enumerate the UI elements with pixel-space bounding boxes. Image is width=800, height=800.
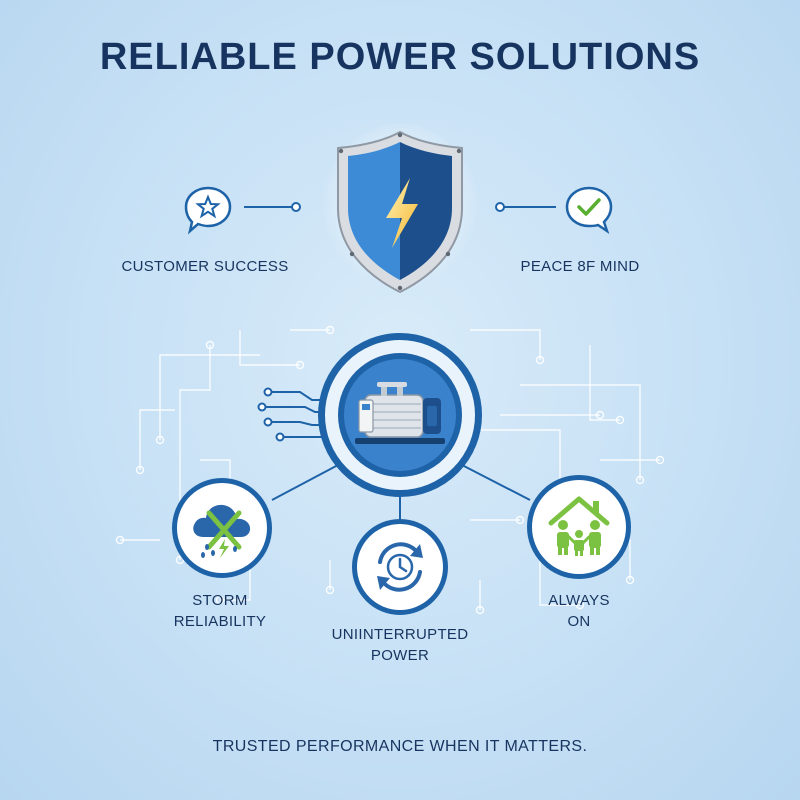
check-speech-icon xyxy=(565,186,613,235)
always-on-badge xyxy=(527,475,631,579)
customer-success-label: CUSTOMER SUCCESS xyxy=(121,258,289,275)
uninterrupted-power-label: UNIINTERRUPTED POWER xyxy=(320,624,480,666)
always-label-line1: ALWAYS xyxy=(548,592,610,609)
page-title: RELIABLE POWER SOLUTIONS xyxy=(99,36,701,78)
generator-badge xyxy=(318,333,482,497)
tagline: TRUSTED PERFORMANCE WHEN IT MATTERS. xyxy=(212,738,588,755)
clock-cycle-icon xyxy=(377,542,423,592)
uninterrupted-label-line2: POWER xyxy=(370,647,430,664)
shield-bolt-icon xyxy=(320,124,480,296)
home-family-icon xyxy=(548,496,610,556)
generator-icon xyxy=(338,353,462,477)
peace-of-mind-label: PEACE 8F MIND xyxy=(520,258,640,275)
always-label-line2: ON xyxy=(567,613,591,630)
star-speech-icon xyxy=(184,186,232,235)
storm-reliability-badge xyxy=(172,478,272,578)
storm-label-line2: RELIABILITY xyxy=(173,613,267,630)
uninterrupted-label-line1: UNIINTERRUPTED xyxy=(331,626,469,643)
always-on-label: ALWAYS ON xyxy=(520,590,638,632)
storm-reliability-label: STORM RELIABILITY xyxy=(150,590,290,632)
storm-label-line1: STORM xyxy=(192,592,248,609)
storm-cloud-icon xyxy=(193,504,251,558)
uninterrupted-power-badge xyxy=(352,519,448,615)
